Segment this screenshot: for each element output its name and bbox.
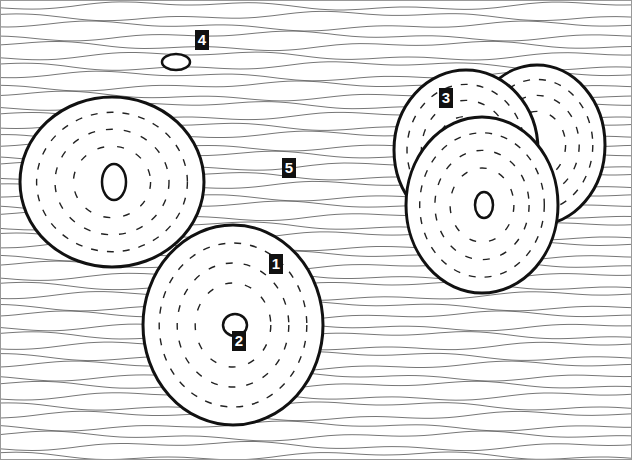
lamella-ring [55,129,169,234]
small-vessel [162,54,190,70]
capsule-outline [20,97,204,267]
corpuscle [406,117,558,293]
fiber-line [0,2,632,10]
fiber-line [0,272,632,281]
fiber-line [0,421,632,431]
callout-number: 5 [282,158,296,178]
lamella-ring [177,263,289,387]
lamella-ring [435,150,529,259]
callout-number: 1 [269,254,283,274]
lamella-ring [73,146,150,217]
corpuscle [20,97,204,267]
lamella-ring [195,283,271,367]
fiber-line [0,381,632,390]
fiber-line [0,442,632,451]
fiber-line [0,31,632,41]
capsule-outline [406,117,558,293]
fiber-line [0,41,632,50]
callout-number: 3 [439,88,453,108]
lamella-ring [420,133,545,277]
fiber-line [0,452,632,460]
central-core [102,164,126,200]
callout-number: 4 [195,30,209,50]
fiber-line [0,392,632,400]
fiber-line [0,371,632,381]
lamella-ring [450,168,514,242]
central-core [475,192,493,218]
fiber-line [0,21,632,31]
lamella-ring [159,243,307,407]
fiber-line [0,411,632,420]
fiber-line [0,52,632,60]
corpuscle [143,225,323,425]
capsule-outline [143,225,323,425]
corpuscles [20,54,605,425]
fiber-line [0,11,632,20]
fiber-line [0,431,632,441]
fiber-line [0,402,632,410]
lamella-ring [37,112,188,251]
callout-number: 2 [232,331,246,351]
